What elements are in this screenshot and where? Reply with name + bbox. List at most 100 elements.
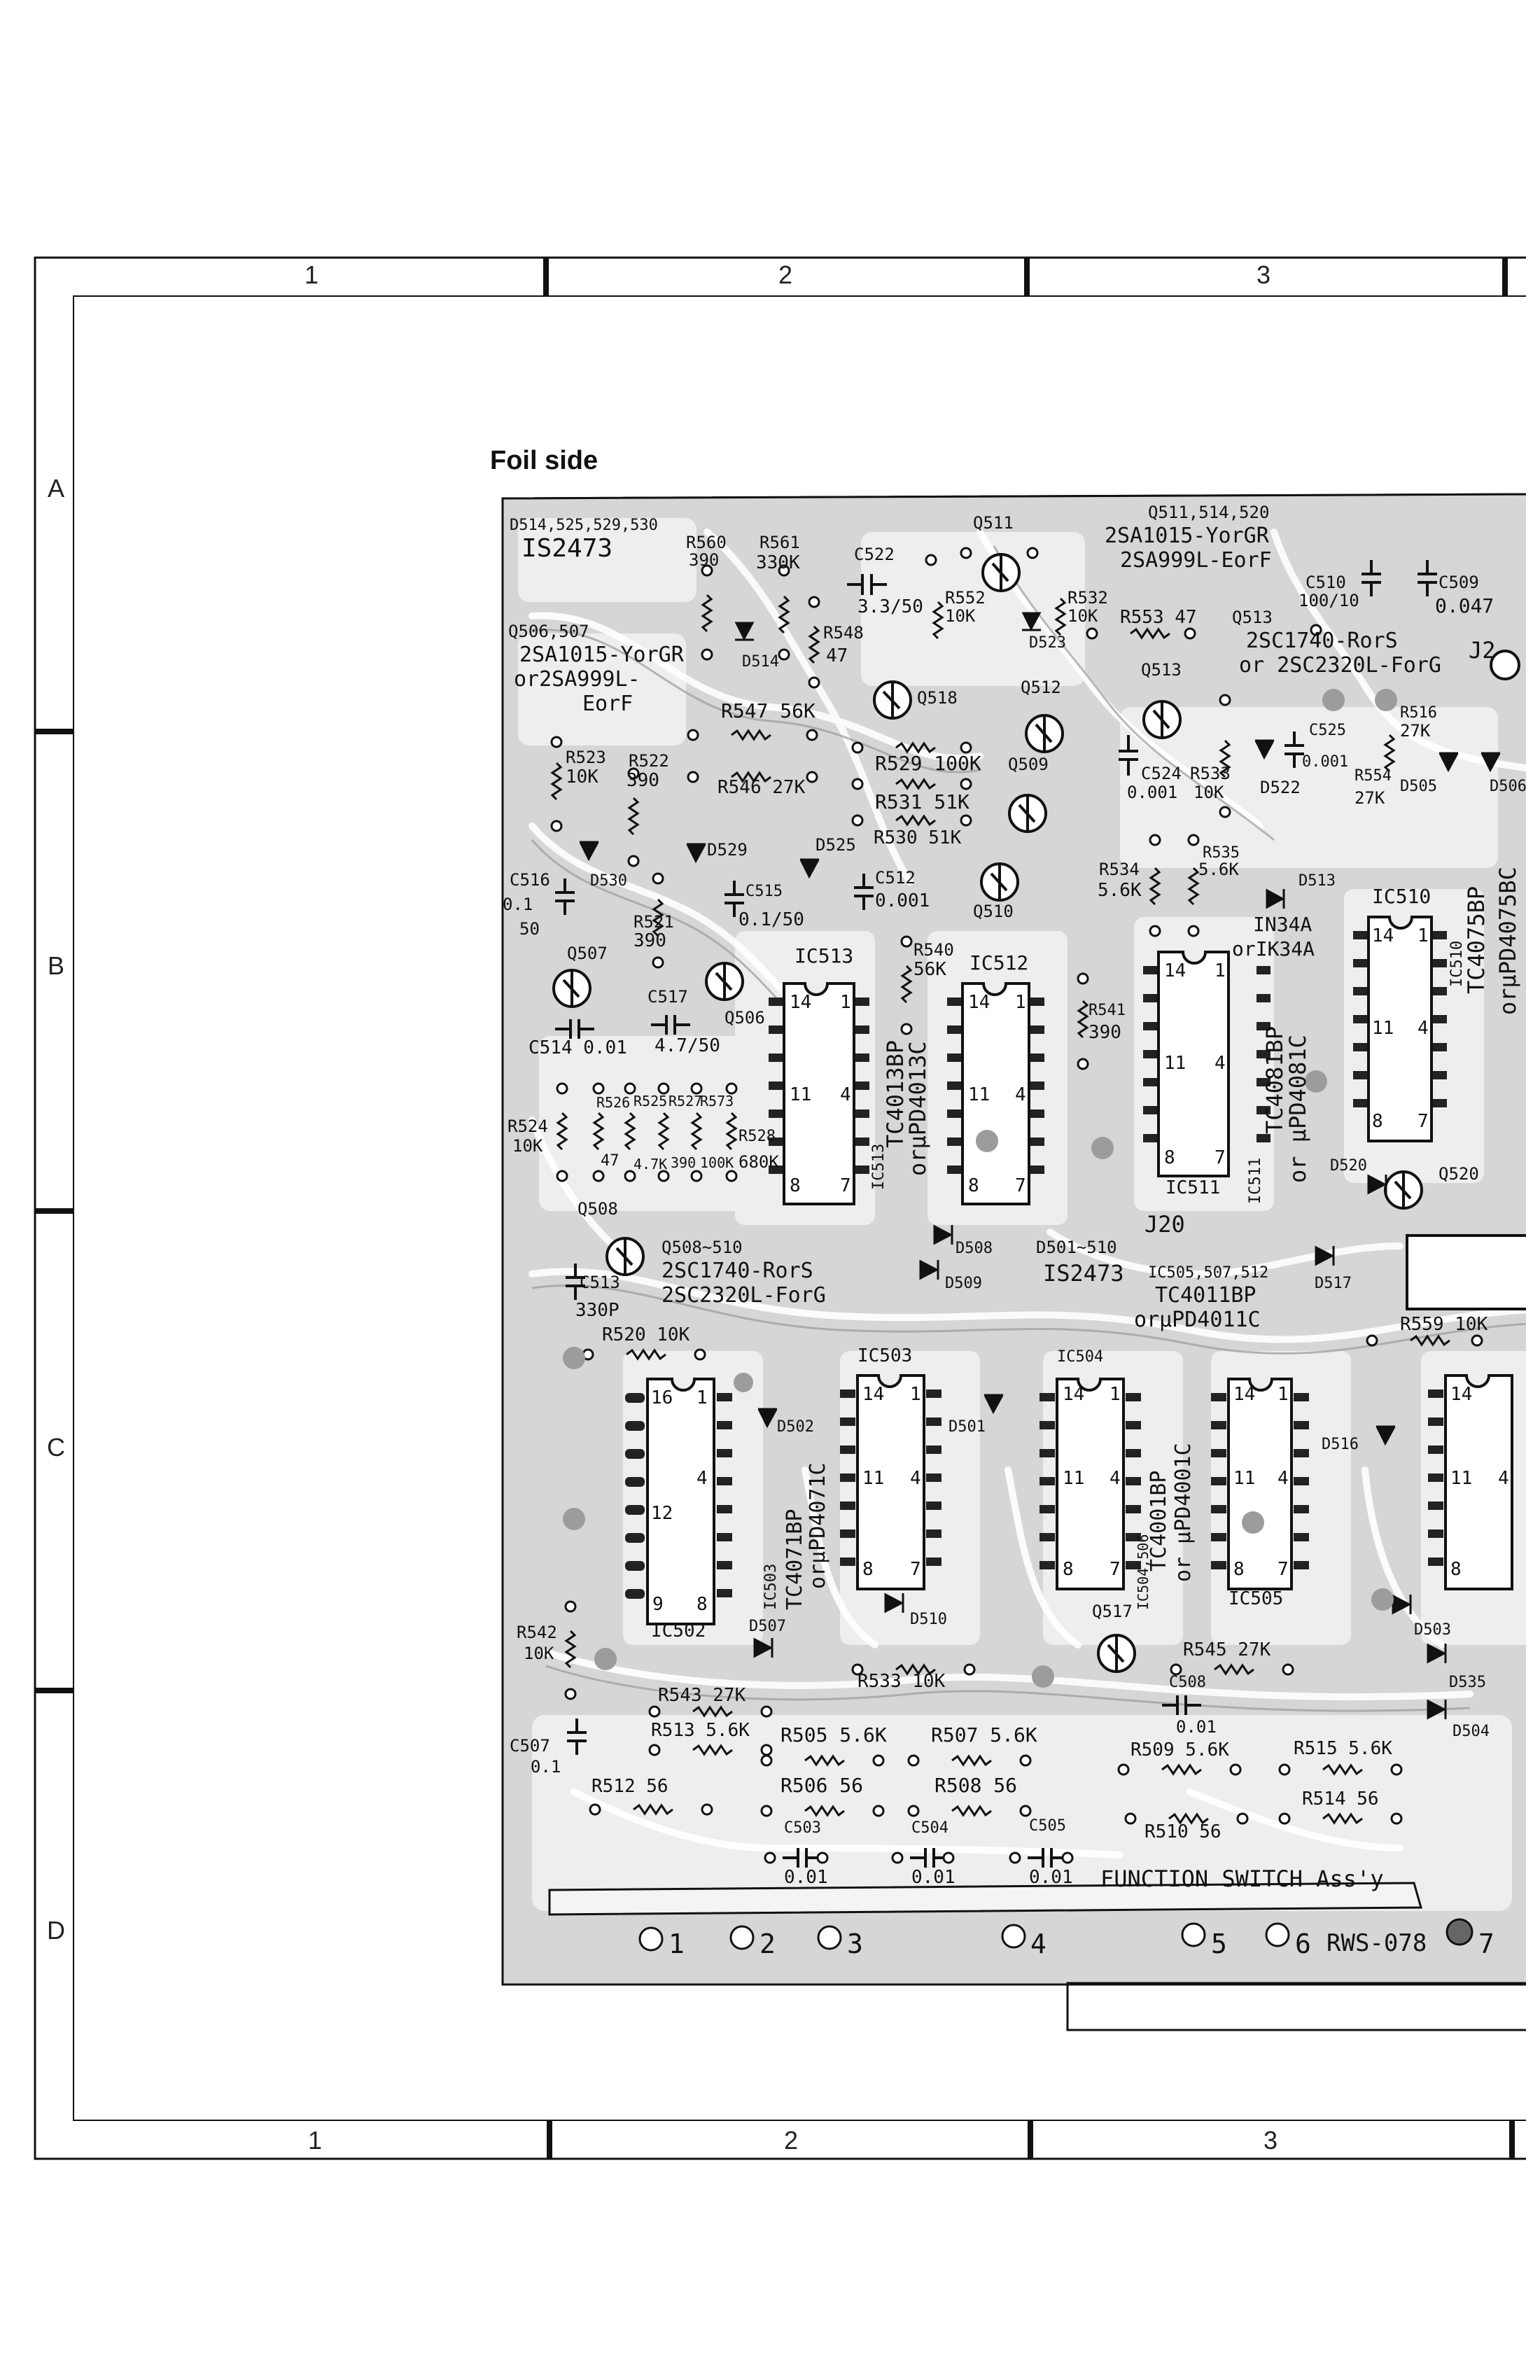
d507-symbol xyxy=(753,1637,774,1658)
label-r525-v: 4.7K xyxy=(634,1156,667,1172)
label-ic505-hdr: IC505,507,512 xyxy=(1148,1264,1268,1282)
ic-502-package xyxy=(646,1378,715,1625)
label-r523: R523 xyxy=(566,748,606,767)
label-d530: D530 xyxy=(590,872,627,890)
resistors xyxy=(550,594,1450,1825)
row-label-b: B xyxy=(48,951,64,980)
label-c505: C505 xyxy=(1029,1817,1066,1835)
svg-text:4: 4 xyxy=(840,1084,851,1105)
column-label-3-bottom: 3 xyxy=(1264,2126,1278,2155)
d509-symbol xyxy=(919,1259,939,1280)
label-q513-hdr: Q513 xyxy=(1232,608,1273,627)
connector-strip: 1 2 3 4 5 6 7 RWS-078 FUNCTION SWITCH As… xyxy=(548,1865,1494,1959)
label-q506-type2: or2SA999L- xyxy=(514,667,640,692)
svg-text:11: 11 xyxy=(862,1468,884,1489)
d530-symbol xyxy=(579,841,599,862)
label-r542: R542 xyxy=(517,1623,557,1642)
svg-text:4: 4 xyxy=(1110,1468,1121,1489)
vias xyxy=(550,547,1483,1864)
label-c510-v: 100/10 xyxy=(1298,591,1359,610)
svg-text:1: 1 xyxy=(1418,925,1429,946)
label-q511: Q511 xyxy=(973,513,1014,533)
d520-symbol xyxy=(1367,1174,1387,1195)
label-r541-v: 390 xyxy=(1088,1022,1121,1043)
svg-text:7: 7 xyxy=(1418,1111,1429,1132)
label-c509: C509 xyxy=(1438,573,1479,592)
label-r509: R509 5.6K xyxy=(1130,1740,1229,1760)
label-d513-t1: IN34A xyxy=(1253,913,1312,936)
ic-510-pins xyxy=(1353,931,1447,1107)
label-d501: D501 xyxy=(948,1418,986,1436)
label-ic503-type: TC4071BP xyxy=(783,1509,807,1611)
svg-text:1: 1 xyxy=(696,1387,708,1408)
label-d523: D523 xyxy=(1029,634,1066,652)
connector-pad-1 xyxy=(638,1926,664,1952)
large-pads xyxy=(563,689,1502,1688)
label-r510: R510 56 xyxy=(1144,1821,1222,1842)
label-r529: R529 100K xyxy=(875,752,981,775)
label-ic504-type2: or μPD4001C xyxy=(1171,1443,1196,1582)
label-q506-hdr: Q506,507 xyxy=(508,622,589,641)
label-r524: R524 xyxy=(507,1116,548,1136)
ic-edge-package xyxy=(1444,1374,1513,1590)
d510-symbol xyxy=(884,1592,904,1614)
label-d535: D535 xyxy=(1449,1674,1486,1691)
label-d514b: D514 xyxy=(742,653,779,671)
label-r534: R534 xyxy=(1099,860,1140,879)
label-c516: C516 xyxy=(510,870,550,890)
connector-pad-2 xyxy=(729,1925,755,1950)
label-d502: D502 xyxy=(777,1418,814,1436)
svg-text:1: 1 xyxy=(910,1384,921,1405)
d501-symbol xyxy=(983,1394,1004,1415)
label-q513: Q513 xyxy=(1141,660,1182,680)
ic-505-package xyxy=(1227,1378,1293,1590)
label-q513-t1: 2SC1740-RorS xyxy=(1246,629,1398,653)
capacitors xyxy=(555,560,1437,1868)
connector-pad-7 xyxy=(1446,1918,1474,1946)
svg-text:7: 7 xyxy=(1278,1559,1289,1580)
label-r525: R525 xyxy=(634,1093,667,1110)
label-c524: C524 xyxy=(1141,764,1182,783)
svg-text:8: 8 xyxy=(790,1175,801,1196)
label-d513-t2: orIK34A xyxy=(1232,937,1315,960)
label-r516: R516 xyxy=(1400,704,1437,722)
label-r561-v: 330K xyxy=(756,552,800,573)
label-c515-v: 0.1/50 xyxy=(738,909,804,930)
label-c525-v: 0.001 xyxy=(1302,753,1348,771)
svg-text:14: 14 xyxy=(1233,1384,1255,1405)
label-d513: D513 xyxy=(1298,872,1336,890)
svg-text:1: 1 xyxy=(1015,992,1026,1013)
label-d514-type: IS2473 xyxy=(522,534,612,563)
label-ic511: IC511 xyxy=(1166,1177,1220,1198)
label-r532-v: 10K xyxy=(1068,606,1098,626)
label-r533: R533 xyxy=(1190,764,1231,783)
label-r547: R547 56K xyxy=(721,699,816,722)
label-r527: R527 xyxy=(668,1093,702,1110)
svg-text:1: 1 xyxy=(1278,1384,1289,1405)
d505-symbol xyxy=(1438,752,1459,773)
ic-503-pins xyxy=(840,1390,941,1566)
label-c522: C522 xyxy=(854,545,895,564)
label-r514: R514 56 xyxy=(1302,1788,1379,1809)
label-d529: D529 xyxy=(707,840,748,860)
label-ic510-type: TC4075BP xyxy=(1463,886,1490,994)
svg-text:1: 1 xyxy=(1214,960,1226,981)
svg-text:11: 11 xyxy=(790,1084,811,1105)
label-d509: D509 xyxy=(945,1275,982,1292)
label-c507: C507 xyxy=(510,1736,550,1756)
column-label-1: 1 xyxy=(304,260,318,289)
label-r526-v: 47 xyxy=(601,1152,620,1170)
connector-pin-3: 3 xyxy=(847,1928,863,1959)
svg-text:4: 4 xyxy=(1015,1084,1026,1105)
label-c517: C517 xyxy=(648,987,688,1007)
label-r560-v: 390 xyxy=(689,550,719,570)
svg-text:7: 7 xyxy=(1214,1147,1226,1168)
label-q508: Q508 xyxy=(578,1199,618,1219)
label-r513: R513 5.6K xyxy=(651,1720,750,1741)
label-ic504-hdr: IC504,506 xyxy=(1135,1534,1152,1610)
label-c513-v: 330P xyxy=(575,1300,620,1321)
label-q511-hdr: Q511,514,520 xyxy=(1148,503,1269,522)
label-ic502: IC502 xyxy=(651,1620,706,1642)
